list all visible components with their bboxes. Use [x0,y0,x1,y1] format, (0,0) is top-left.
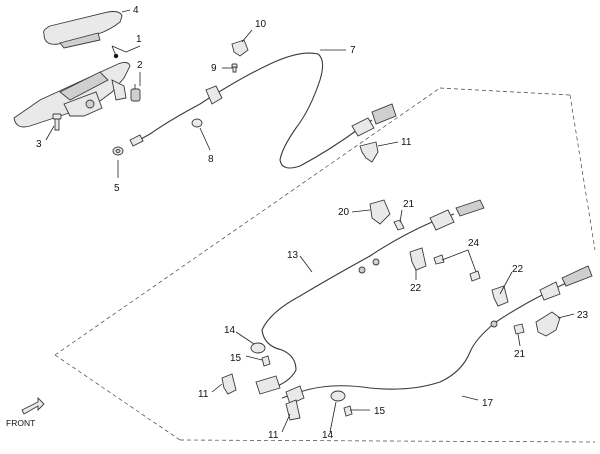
leader-lines [45,9,575,433]
bolt-21-upper[interactable] [393,219,405,231]
callout-9: 9 [211,63,217,74]
callout-7: 7 [350,45,356,56]
front-label: FRONT [6,418,35,428]
callout-4: 4 [133,5,139,16]
callout-23: 23 [577,310,589,321]
callout-22-right: 22 [512,264,524,275]
callout-11-upper: 11 [401,137,412,148]
grommet-14-upper[interactable] [250,342,266,354]
clip-11-lower-mid[interactable] [285,399,301,421]
clip-11-upper[interactable] [359,141,379,163]
callout-11-lower-left: 11 [198,389,209,400]
callout-17: 17 [482,398,494,409]
bracket-22-left[interactable] [409,247,427,271]
callout-11-lower-mid: 11 [268,430,279,441]
floor-outline [54,87,596,443]
bracket-22-right[interactable] [491,285,509,307]
callout-21-upper: 21 [403,199,415,210]
lever-grip-cover[interactable] [43,11,123,49]
callout-14-lower: 14 [322,430,334,441]
callout-20: 20 [338,207,350,218]
callout-14-upper: 14 [224,325,236,336]
callout-10: 10 [255,19,267,30]
callout-21-lower: 21 [514,349,526,360]
callout-15-lower: 15 [374,406,386,417]
bolt-15-lower[interactable] [343,405,353,417]
nut-5[interactable] [112,146,124,156]
bolt-3[interactable] [52,113,62,131]
grommet-14-lower[interactable] [330,390,346,402]
grommet-8[interactable] [191,118,203,128]
bolt-15-upper[interactable] [261,355,271,367]
bolt-9[interactable] [231,63,238,73]
left-rear-cable[interactable] [255,199,485,395]
callout-22-left: 22 [410,283,422,294]
front-arrow-icon [21,396,45,415]
callout-5: 5 [114,183,120,194]
callout-15-upper: 15 [230,353,242,364]
callout-3: 3 [36,139,42,150]
bolt-21-lower[interactable] [513,323,525,335]
brake-switch[interactable] [130,84,141,102]
bracket-20[interactable] [369,199,391,225]
callout-2: 2 [137,60,143,71]
bolt-24[interactable] [433,254,481,282]
front-cable[interactable] [129,52,397,169]
callout-13: 13 [287,250,299,261]
right-rear-cable[interactable] [281,265,593,405]
callout-24: 24 [468,238,480,249]
clip-11-lower-left[interactable] [221,373,237,395]
clamp-bracket-10[interactable] [231,39,249,57]
bracket-23[interactable] [535,311,561,337]
callout-8: 8 [208,154,214,165]
callout-1: 1 [136,34,142,45]
parking-brake-lever[interactable] [13,61,131,128]
